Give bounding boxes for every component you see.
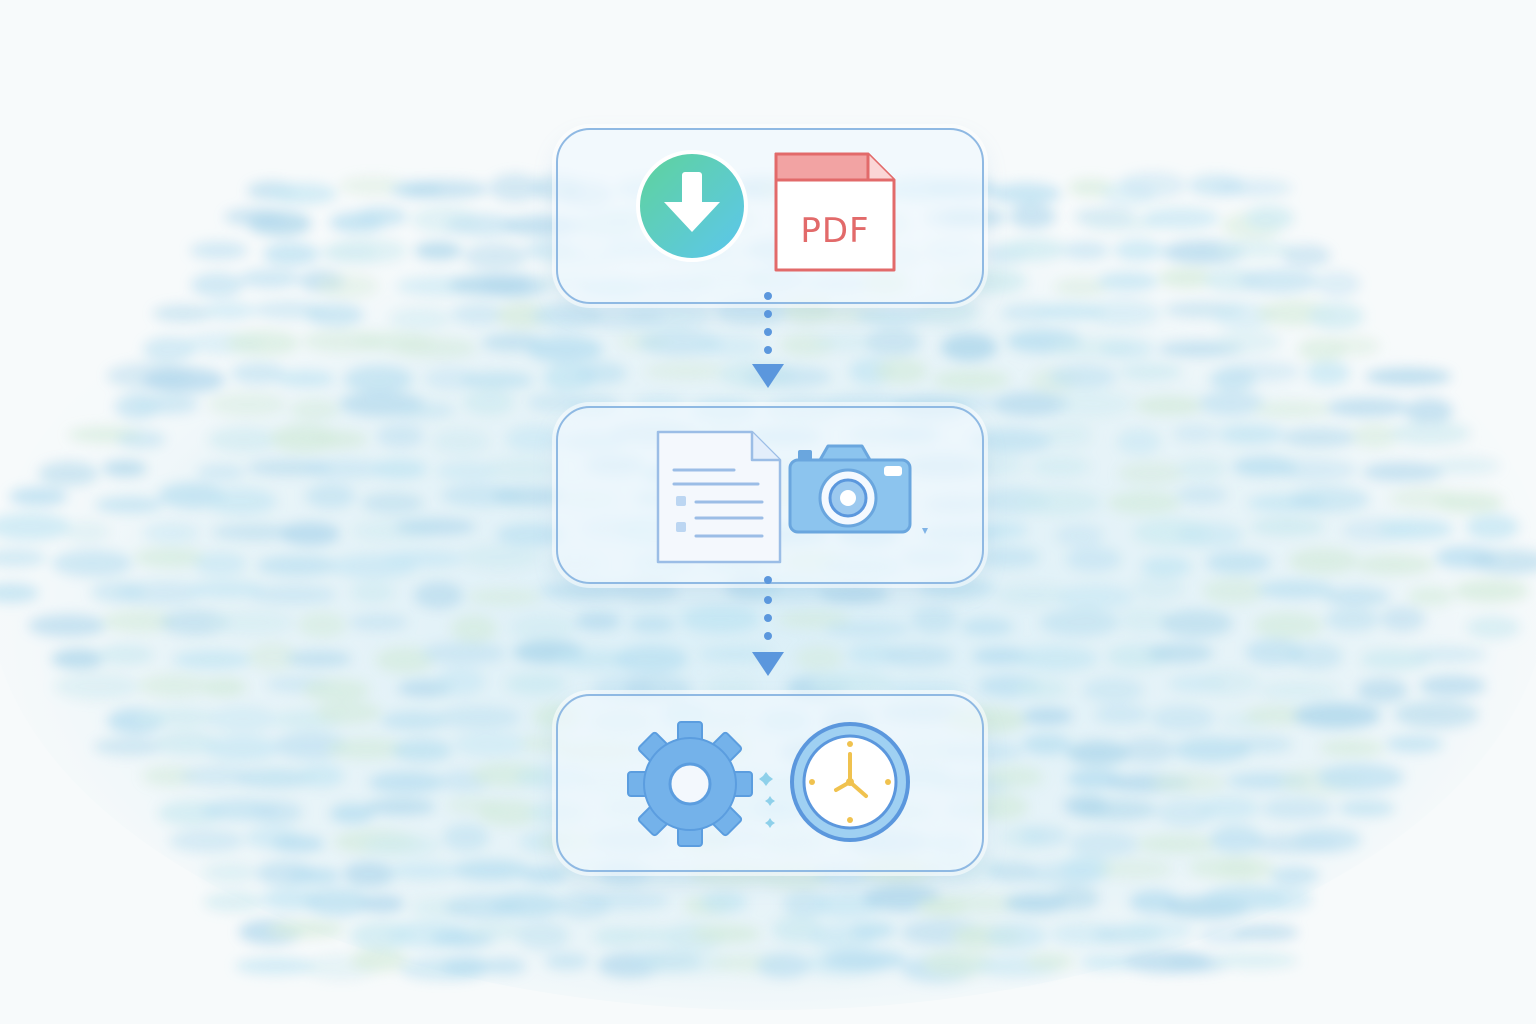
flow-arrow-2 [752, 576, 784, 676]
sparkle-icon [759, 772, 775, 828]
step-card-capture [556, 406, 984, 584]
gear-icon [627, 721, 753, 847]
camera-icon [788, 444, 912, 534]
download-icon [636, 150, 748, 262]
flow-arrow-1 [752, 292, 784, 388]
clock-icon [790, 722, 910, 842]
pdf-file-icon: PDF [774, 152, 896, 272]
document-icon [656, 430, 782, 564]
pdf-label: PDF [800, 211, 869, 251]
step-card-process [556, 694, 984, 872]
step-card-download: PDF [556, 128, 984, 304]
